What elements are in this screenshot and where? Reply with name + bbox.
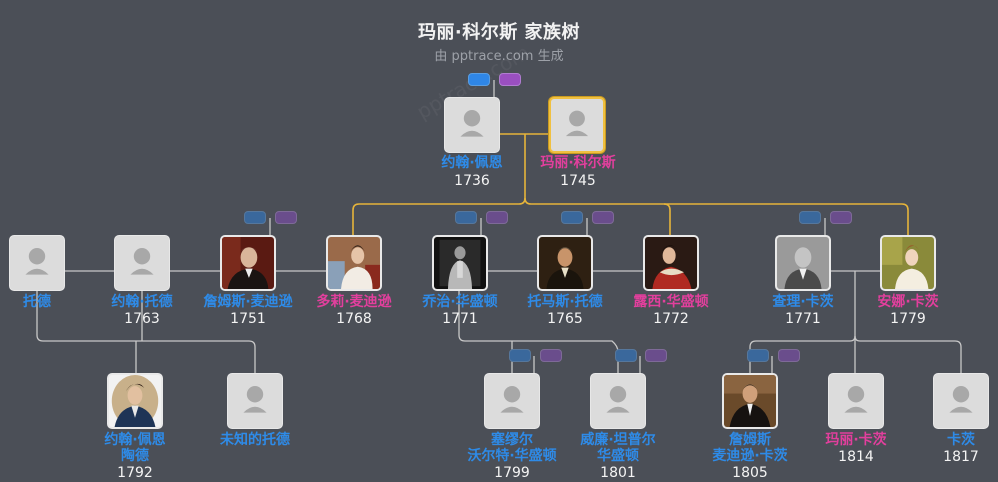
- person-card-todd[interactable]: [9, 235, 65, 291]
- portrait-photo: [539, 237, 591, 289]
- person-card-lucy-washington[interactable]: [643, 235, 699, 291]
- person-name[interactable]: 威廉·坦普尔华盛顿: [580, 432, 656, 464]
- person-card-charles-cutts[interactable]: [775, 235, 831, 291]
- person-year: 1745: [560, 173, 596, 189]
- person-year: 1763: [124, 311, 160, 327]
- person-year: 1771: [442, 311, 478, 327]
- portrait-photo: [222, 237, 274, 289]
- mother-badge[interactable]: [499, 73, 521, 86]
- person-placeholder-icon: [500, 386, 524, 413]
- person-card-william-temple-washington[interactable]: [590, 373, 646, 429]
- person-name[interactable]: 乔治·华盛顿: [422, 294, 498, 310]
- person-placeholder-icon: [243, 386, 267, 413]
- mother-badge[interactable]: [275, 211, 297, 224]
- person-placeholder-icon: [565, 110, 589, 137]
- person-placeholder-icon: [606, 386, 630, 413]
- person-card-john-payne[interactable]: [444, 97, 500, 153]
- mother-badge[interactable]: [540, 349, 562, 362]
- person-card-cutts[interactable]: [933, 373, 989, 429]
- person-year: 1779: [890, 311, 926, 327]
- page-title: 玛丽·科尔斯 家族树: [417, 22, 581, 43]
- person-name[interactable]: 托马斯·托德: [527, 294, 603, 310]
- person-year: 1771: [785, 311, 821, 327]
- person-name[interactable]: 约翰·佩恩陶德: [104, 432, 166, 464]
- person-year: 1817: [943, 449, 979, 465]
- portrait-photo: [645, 237, 697, 289]
- page-subtitle: 由 pptrace.com 生成: [434, 49, 564, 64]
- person-year: 1799: [494, 465, 530, 481]
- portrait-photo: [777, 237, 829, 289]
- portrait-photo: [724, 375, 776, 427]
- father-badge[interactable]: [747, 349, 769, 362]
- portrait-photo: [434, 237, 486, 289]
- person-name[interactable]: 玛丽·科尔斯: [540, 155, 616, 171]
- person-year: 1792: [117, 465, 153, 481]
- person-card-james-madison-cutts[interactable]: [722, 373, 778, 429]
- mother-badge[interactable]: [592, 211, 614, 224]
- person-name[interactable]: 安娜·卡茨: [877, 294, 939, 310]
- person-placeholder-icon: [949, 386, 973, 413]
- person-card-james-madison[interactable]: [220, 235, 276, 291]
- person-name[interactable]: 未知的托德: [220, 432, 290, 448]
- person-placeholder-icon: [844, 386, 868, 413]
- father-badge[interactable]: [561, 211, 583, 224]
- person-year: 1765: [547, 311, 583, 327]
- person-card-samuel-walter-washington[interactable]: [484, 373, 540, 429]
- person-placeholder-icon: [25, 248, 49, 275]
- father-badge[interactable]: [468, 73, 490, 86]
- father-badge[interactable]: [455, 211, 477, 224]
- person-card-mary-coles[interactable]: [549, 97, 605, 153]
- person-name[interactable]: 露西·华盛顿: [633, 294, 709, 310]
- person-name[interactable]: 多莉·麦迪逊: [316, 294, 392, 310]
- mother-badge[interactable]: [778, 349, 800, 362]
- portrait-photo: [882, 237, 934, 289]
- person-year: 1768: [336, 311, 372, 327]
- person-year: 1772: [653, 311, 689, 327]
- person-year: 1814: [838, 449, 874, 465]
- person-name[interactable]: 查理·卡茨: [772, 294, 834, 310]
- person-name[interactable]: 约翰·托德: [111, 294, 173, 310]
- mother-badge[interactable]: [645, 349, 667, 362]
- person-year: 1805: [732, 465, 768, 481]
- person-card-mary-cutts[interactable]: [828, 373, 884, 429]
- mother-badge[interactable]: [830, 211, 852, 224]
- person-card-george-washington[interactable]: [432, 235, 488, 291]
- father-badge[interactable]: [509, 349, 531, 362]
- person-name[interactable]: 詹姆斯·麦迪逊: [203, 294, 293, 310]
- portrait-photo: [328, 237, 380, 289]
- person-name[interactable]: 塞缪尔沃尔特·华盛顿: [467, 432, 557, 464]
- father-badge[interactable]: [615, 349, 637, 362]
- person-name[interactable]: 托德: [23, 294, 51, 310]
- person-card-dolley-madison[interactable]: [326, 235, 382, 291]
- person-card-anna-cutts[interactable]: [880, 235, 936, 291]
- person-year: 1736: [454, 173, 490, 189]
- mother-badge[interactable]: [486, 211, 508, 224]
- person-card-john-todd[interactable]: [114, 235, 170, 291]
- person-placeholder-icon: [460, 110, 484, 137]
- person-card-john-payne-todd[interactable]: [107, 373, 163, 429]
- person-year: 1751: [230, 311, 266, 327]
- portrait-photo: [111, 375, 159, 427]
- person-name[interactable]: 詹姆斯麦迪逊·卡茨: [712, 432, 788, 464]
- person-placeholder-icon: [130, 248, 154, 275]
- person-name[interactable]: 玛丽·卡茨: [825, 432, 887, 448]
- person-year: 1801: [600, 465, 636, 481]
- person-card-unknown-todd[interactable]: [227, 373, 283, 429]
- father-badge[interactable]: [799, 211, 821, 224]
- person-name[interactable]: 卡茨: [947, 432, 975, 448]
- person-name[interactable]: 约翰·佩恩: [441, 155, 503, 171]
- father-badge[interactable]: [244, 211, 266, 224]
- person-card-thomas-todd[interactable]: [537, 235, 593, 291]
